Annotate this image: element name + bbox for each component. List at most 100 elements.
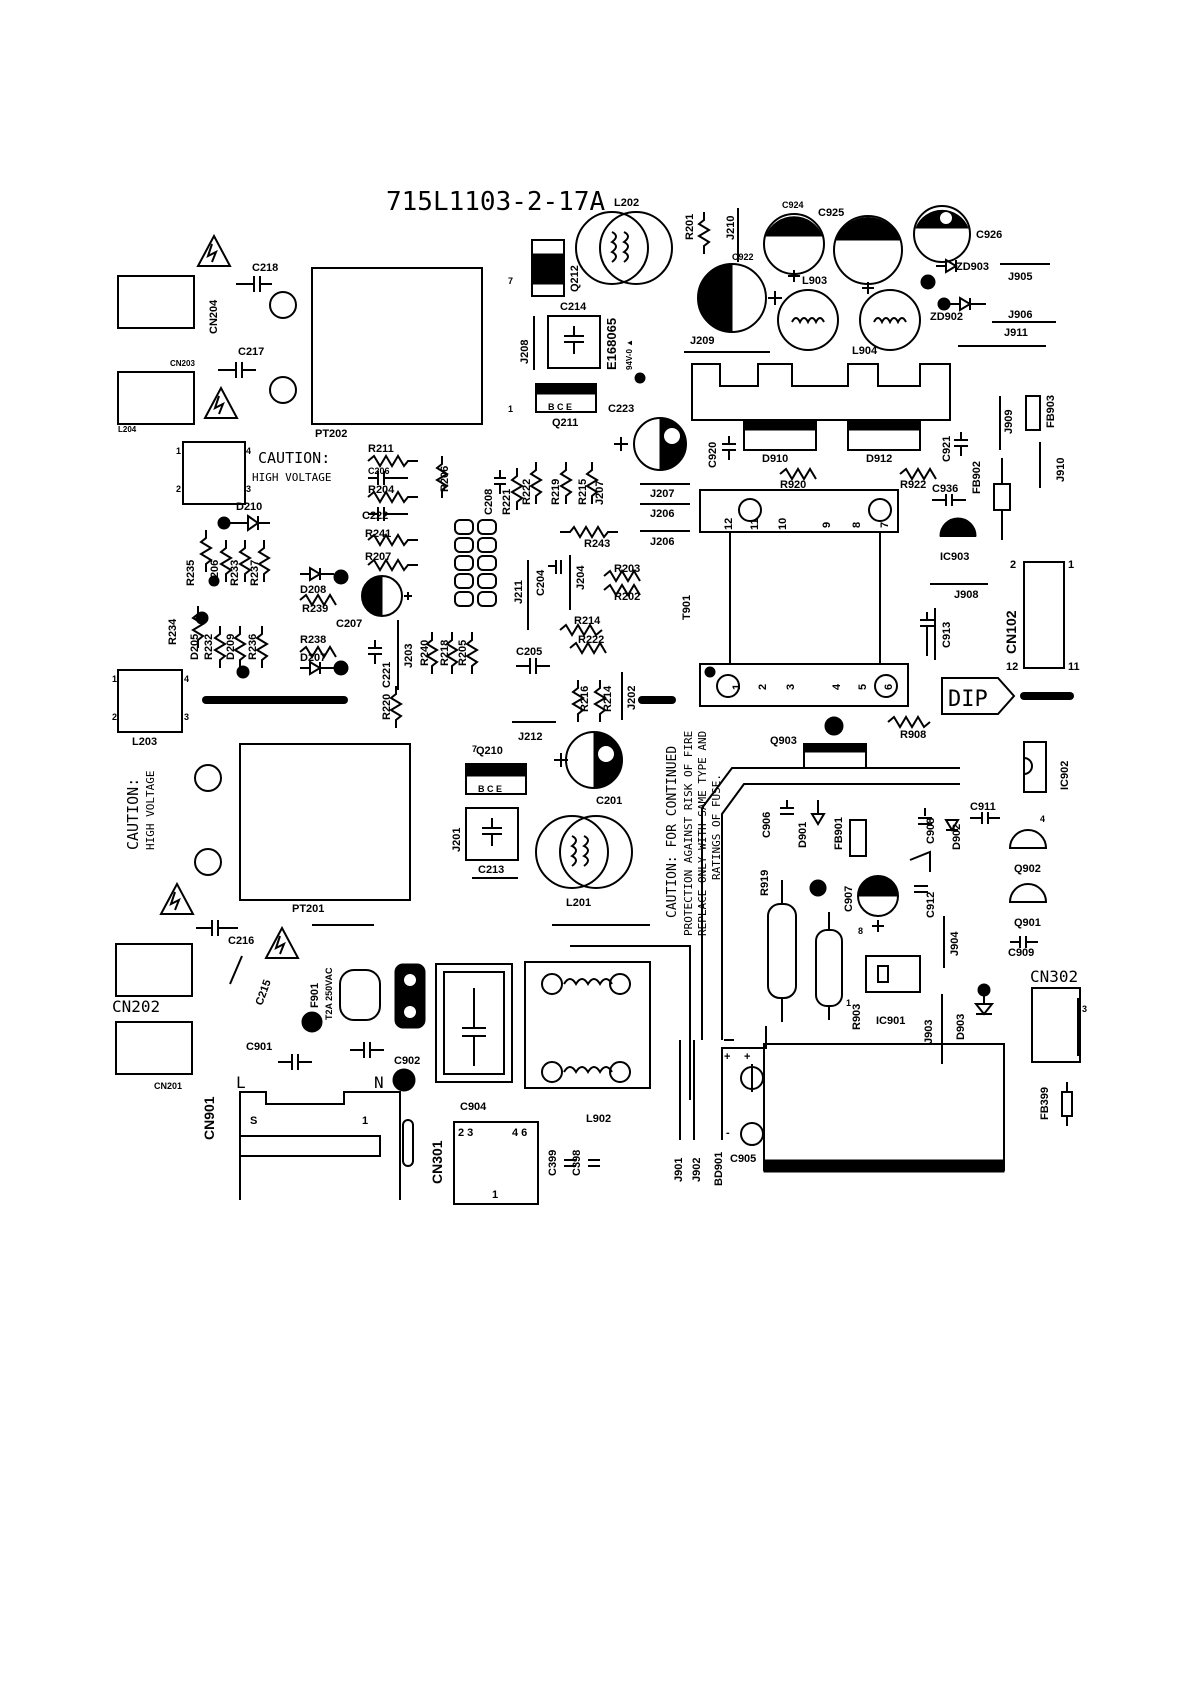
svg-text:2: 2 [176, 484, 181, 494]
svg-text:R234: R234 [167, 618, 179, 645]
svg-text:C201: C201 [596, 795, 622, 807]
svg-text:4: 4 [831, 683, 843, 690]
svg-text:R239: R239 [302, 603, 328, 615]
svg-text:C902: C902 [394, 1055, 420, 1067]
svg-text:J906: J906 [1008, 309, 1032, 321]
cn302-label: CN302 [1030, 967, 1078, 986]
svg-text:2 3: 2 3 [458, 1127, 473, 1139]
svg-text:HIGH VOLTAGE: HIGH VOLTAGE [144, 771, 157, 850]
f901-fuse [339, 969, 381, 1021]
svg-text:J903: J903 [923, 1020, 935, 1044]
svg-text:L903: L903 [802, 275, 827, 287]
svg-text:C904: C904 [460, 1101, 487, 1113]
svg-text:J212: J212 [518, 731, 542, 743]
l902-inductor [524, 961, 651, 1089]
svg-text:11: 11 [749, 518, 761, 530]
svg-text:Q210: Q210 [476, 745, 503, 757]
l204-label: L204 [118, 425, 137, 434]
svg-text:C901: C901 [246, 1041, 272, 1053]
svg-text:4: 4 [246, 446, 251, 456]
ic902-chip [1023, 741, 1047, 793]
svg-text:FB902: FB902 [971, 461, 983, 494]
c223-capacitor [614, 417, 687, 471]
svg-text:1: 1 [176, 446, 181, 456]
cn203-connector [117, 371, 195, 425]
svg-text:J201: J201 [451, 828, 463, 852]
svg-text:1: 1 [846, 998, 851, 1008]
svg-text:J902: J902 [691, 1158, 703, 1182]
svg-text:R238: R238 [300, 634, 326, 646]
svg-text:ZD902: ZD902 [930, 311, 963, 323]
mounting-pad [269, 376, 297, 404]
svg-text:10: 10 [777, 518, 789, 530]
svg-text:Q212: Q212 [569, 265, 581, 292]
svg-text:IC901: IC901 [876, 1015, 905, 1027]
svg-text:3: 3 [184, 712, 189, 722]
svg-text:7: 7 [472, 744, 477, 754]
cn102-connector [1023, 561, 1065, 669]
svg-text:R203: R203 [614, 563, 640, 575]
svg-text:J908: J908 [954, 589, 978, 601]
svg-text:C206: C206 [368, 466, 390, 476]
svg-text:R211: R211 [368, 443, 394, 455]
r206-resistor [435, 456, 449, 498]
neutral-label: N [374, 1073, 384, 1092]
c922-capacitor [697, 263, 782, 333]
svg-text:C204: C204 [535, 569, 547, 596]
resistor-bank [191, 530, 271, 668]
c905-bulk-capacitor [763, 1043, 1005, 1171]
svg-text:F901: F901 [309, 983, 321, 1008]
svg-text:+: + [724, 1051, 730, 1063]
hv-warning-icon [196, 233, 232, 267]
svg-text:3: 3 [246, 484, 251, 494]
svg-text:L904: L904 [852, 345, 878, 357]
ic903-regulator [939, 517, 977, 537]
svg-text:J207: J207 [650, 488, 674, 500]
svg-text:+: + [744, 1051, 750, 1063]
svg-text:R207: R207 [365, 551, 391, 563]
svg-text:4: 4 [184, 674, 189, 684]
svg-text:11: 11 [1068, 661, 1080, 673]
pt202-label: PT202 [315, 428, 347, 440]
svg-text:L202: L202 [614, 197, 639, 209]
svg-text:J904: J904 [949, 931, 961, 956]
svg-text:J206: J206 [650, 508, 674, 520]
svg-text:C398: C398 [571, 1150, 583, 1176]
svg-text:7: 7 [508, 276, 513, 286]
svg-text:Q903: Q903 [770, 735, 797, 747]
svg-text:R222: R222 [578, 634, 604, 646]
cn901-connector [239, 1091, 401, 1200]
svg-text:4 6: 4 6 [512, 1127, 527, 1139]
svg-text:2: 2 [112, 712, 117, 722]
svg-text:J206: J206 [650, 536, 674, 548]
svg-text:5: 5 [857, 684, 869, 690]
svg-text:C936: C936 [932, 483, 958, 495]
svg-text:94V-0 ▲: 94V-0 ▲ [625, 339, 634, 370]
svg-text:D903: D903 [955, 1014, 967, 1040]
svg-text:1: 1 [1068, 559, 1074, 571]
svg-text:R232: R232 [203, 634, 215, 660]
c214-capacitor [547, 315, 601, 369]
svg-text:C926: C926 [976, 229, 1002, 241]
c218-capacitor [236, 276, 272, 292]
c925-capacitor [833, 215, 903, 294]
c924-capacitor [763, 213, 825, 282]
line-label: L [236, 1073, 246, 1092]
c216-capacitor [196, 920, 238, 936]
svg-text:3: 3 [785, 684, 797, 690]
svg-text:Q211: Q211 [552, 417, 578, 429]
svg-text:R206: R206 [439, 466, 451, 492]
svg-text:R920: R920 [780, 479, 806, 491]
svg-text:8: 8 [858, 926, 863, 936]
svg-text:J901: J901 [673, 1158, 685, 1182]
svg-text:R236: R236 [247, 634, 259, 660]
svg-text:C925: C925 [818, 207, 844, 219]
svg-text:D205: D205 [189, 634, 201, 660]
svg-text:CAUTION: FOR CONTINUED: CAUTION: FOR CONTINUED [665, 746, 680, 918]
c201-capacitor [554, 731, 623, 789]
svg-text:B C E: B C E [478, 784, 502, 794]
resistor-column [494, 462, 599, 510]
l201-inductor [535, 815, 633, 889]
svg-text:C216: C216 [228, 935, 254, 947]
svg-text:RATINGS OF FUSE.: RATINGS OF FUSE. [710, 774, 723, 880]
